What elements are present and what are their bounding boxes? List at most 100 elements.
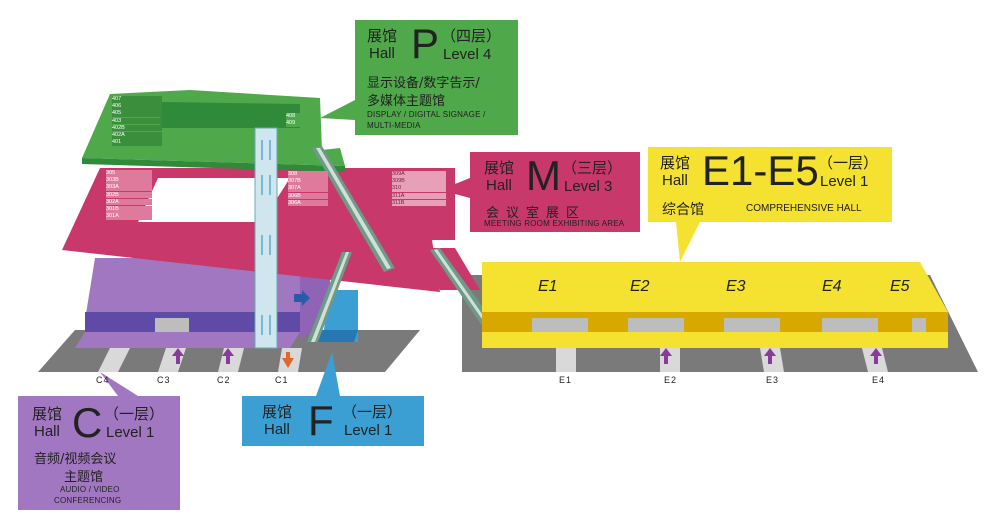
hall-f-zh: 展馆 (262, 403, 293, 421)
c1-entrance-arrow (282, 352, 294, 368)
hall-m-letter: M (526, 152, 561, 199)
callout-hall-m[interactable]: 展馆 Hall M （三层） Level 3 会议室展区 MEETING ROO… (470, 152, 640, 232)
room-label[interactable]: 306A (288, 199, 328, 207)
room-label[interactable]: 405 (112, 110, 162, 117)
room-label[interactable]: 402A (112, 131, 162, 139)
hall-e-letter: E1-E5 (702, 147, 819, 194)
hall-m-zh: 展馆 (484, 159, 515, 177)
entrance-label-c1: C1 (275, 375, 289, 385)
hall-m-level-zh: （三层） (562, 159, 623, 177)
room-label[interactable]: 408 (286, 113, 306, 120)
callout-hall-c[interactable]: 展馆 Hall C （一层） Level 1 音频/视频会议 主题馆 AUDIO… (18, 396, 180, 510)
room-label[interactable]: 302B (106, 191, 152, 199)
room-label[interactable]: 302A (106, 198, 152, 206)
room-label[interactable]: 310 (392, 185, 446, 192)
escalator-m-f (307, 252, 352, 342)
elevator-shaft (254, 127, 278, 349)
pointer-m (440, 178, 470, 198)
e-section-e2[interactable]: E2 (630, 278, 650, 295)
hall-c-desc-en-2: CONFERENCING (54, 496, 122, 505)
e-section-e1[interactable]: E1 (538, 278, 558, 295)
hall-c-level-zh: （一层） (104, 405, 165, 423)
room-label[interactable]: 309A (392, 171, 446, 178)
hall-c-letter: C (72, 399, 103, 446)
entrance-label-e3: E3 (766, 375, 780, 385)
room-label[interactable]: 401 (112, 139, 162, 146)
room-label[interactable]: 403 (112, 117, 162, 125)
room-label[interactable]: 305 (106, 170, 152, 177)
room-label[interactable]: 301B (106, 205, 152, 213)
entrance-arrows (172, 348, 882, 364)
room-label[interactable]: 402B (112, 124, 162, 132)
hall-m-desc-zh: 会议室展区 (486, 206, 587, 221)
hall-c-lower (75, 332, 300, 348)
room-label[interactable]: 307B (288, 178, 328, 185)
f-hall-arrow (294, 290, 310, 306)
room-label[interactable]: 308 (288, 171, 328, 178)
room-label[interactable]: 406 (112, 103, 162, 110)
e-section-e3[interactable]: E3 (726, 278, 746, 295)
entrance-label-e1: E1 (559, 375, 573, 385)
elevator-arrows (261, 140, 271, 335)
e-section-e5[interactable]: E5 (890, 278, 910, 295)
hall-e-floor (482, 262, 948, 312)
hall-e-desc-zh: 综合馆 (662, 202, 704, 218)
hall-p-en: Hall (369, 45, 395, 62)
hall-e-gates (532, 318, 926, 332)
hall-p-edge (82, 158, 345, 172)
entrance-label-e2: E2 (664, 375, 678, 385)
hall-e-level-zh: （一层） (818, 154, 879, 172)
pointer-f (316, 352, 340, 396)
hall-c-desc-zh-2: 主题馆 (64, 470, 104, 485)
room-label[interactable]: 309B (392, 178, 446, 185)
hall-p-desc-zh-1: 显示设备/数字告示/ (367, 76, 480, 91)
pointer-p (320, 100, 355, 120)
e-section-e4[interactable]: E4 (822, 278, 842, 295)
room-label[interactable]: 407 (112, 96, 162, 103)
hall-p-desc-en-1: DISPLAY / DIGITAL SIGNAGE / (367, 110, 486, 119)
entrance-label-c4: C4 (96, 375, 110, 385)
room-label[interactable]: 311B (392, 199, 446, 207)
hall-p-desc-en-2: MULTI-MEDIA (367, 121, 421, 130)
hall-e-zh: 展馆 (660, 154, 691, 172)
hall-f-level-en: Level 1 (344, 422, 393, 439)
pointer-c (100, 372, 138, 396)
hall-p-level-en: Level 4 (443, 46, 492, 63)
hall-c-level-en: Level 1 (106, 424, 155, 441)
callout-hall-f[interactable]: 展馆 Hall F （一层） Level 1 (242, 396, 424, 446)
room-label[interactable]: 301A (106, 213, 152, 220)
hall-m-level-en: Level 3 (564, 178, 613, 195)
hall-f-en: Hall (264, 421, 290, 438)
entrance-label-c3: C3 (157, 375, 171, 385)
hall-p-desc-zh-2: 多媒体主题馆 (367, 94, 446, 109)
hall-c-gate (155, 318, 189, 332)
room-label[interactable]: 303A (106, 184, 152, 191)
hall-f-letter: F (308, 397, 334, 444)
hall-e-en: Hall (662, 172, 688, 189)
hall-e-desc-en: COMPREHENSIVE HALL (746, 203, 862, 214)
hall-c-zh: 展馆 (32, 405, 63, 423)
room-label[interactable]: 306B (288, 192, 328, 200)
hall-c-desc-zh-1: 音频/视频会议 (34, 452, 117, 467)
callout-hall-p[interactable]: 展馆 Hall P （四层） Level 4 显示设备/数字告示/ 多媒体主题馆… (355, 20, 518, 135)
room-label[interactable]: 307A (288, 185, 328, 192)
hall-e-lower (482, 332, 948, 348)
hall-c-en: Hall (34, 423, 60, 440)
escalator-p-m (312, 146, 395, 272)
room-label[interactable]: 311A (392, 192, 446, 200)
hall-p-level-zh: （四层） (441, 27, 502, 45)
room-label[interactable]: 409 (286, 120, 306, 127)
hall-m-desc-en: MEETING ROOM EXHIBITING AREA (484, 219, 625, 228)
hall-p-letter: P (411, 20, 440, 67)
callout-hall-e[interactable]: 展馆 Hall E1-E5 （一层） Level 1 综合馆 COMPREHEN… (648, 147, 892, 222)
hall-p-top (160, 102, 300, 128)
hall-f-front (318, 330, 358, 342)
hall-c-floor (85, 258, 300, 320)
room-label[interactable]: 303B (106, 177, 152, 184)
hall-c-desc-en-1: AUDIO / VIDEO (60, 485, 120, 494)
